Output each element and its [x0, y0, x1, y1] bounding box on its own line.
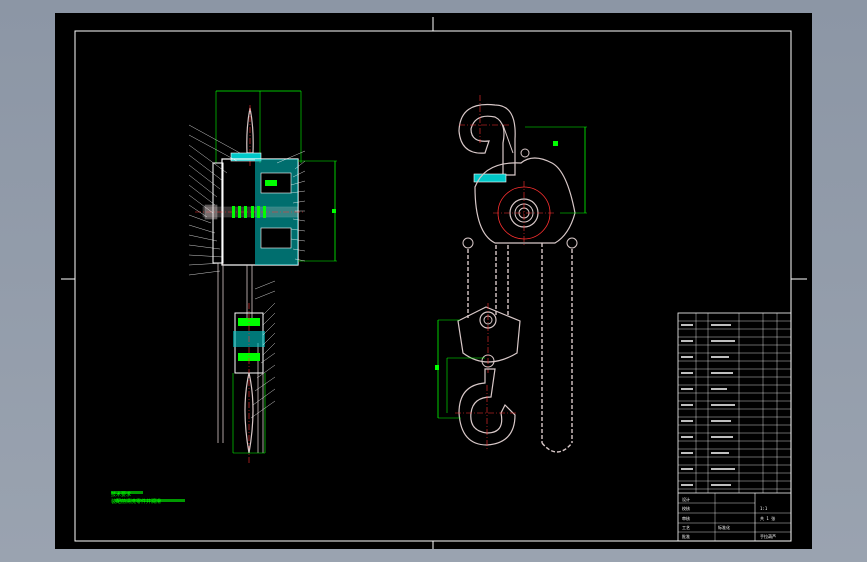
section-view	[188, 90, 337, 463]
title-block-process: 工艺	[682, 525, 690, 530]
title-block-sheet: 共 1 张	[760, 515, 775, 521]
title-block-scale: 1:1	[760, 506, 768, 511]
title-block-standard: 标准化	[718, 524, 730, 530]
tech-note-title: 技术要求	[111, 491, 131, 498]
title-block-designer: 设计	[682, 496, 690, 502]
title-block-reviewer: 审核	[682, 515, 690, 521]
drawing-sheet[interactable]: 技术要求 装配前清洗零件并润滑	[55, 13, 812, 549]
title-block-checker: 校核	[682, 505, 690, 511]
title-block-approval: 批准	[682, 533, 690, 539]
front-view	[435, 95, 587, 453]
title-block-name: 手拉葫芦	[760, 533, 776, 539]
technical-notes: 技术要求 装配前清洗零件并润滑	[111, 491, 185, 505]
drawing-canvas: 技术要求 装配前清洗零件并润滑	[61, 17, 807, 549]
inner-frame	[74, 30, 792, 542]
title-block: 设计 校核 审核 工艺 标准化 批准 1:1 共 1 张 手拉葫芦	[677, 312, 792, 542]
